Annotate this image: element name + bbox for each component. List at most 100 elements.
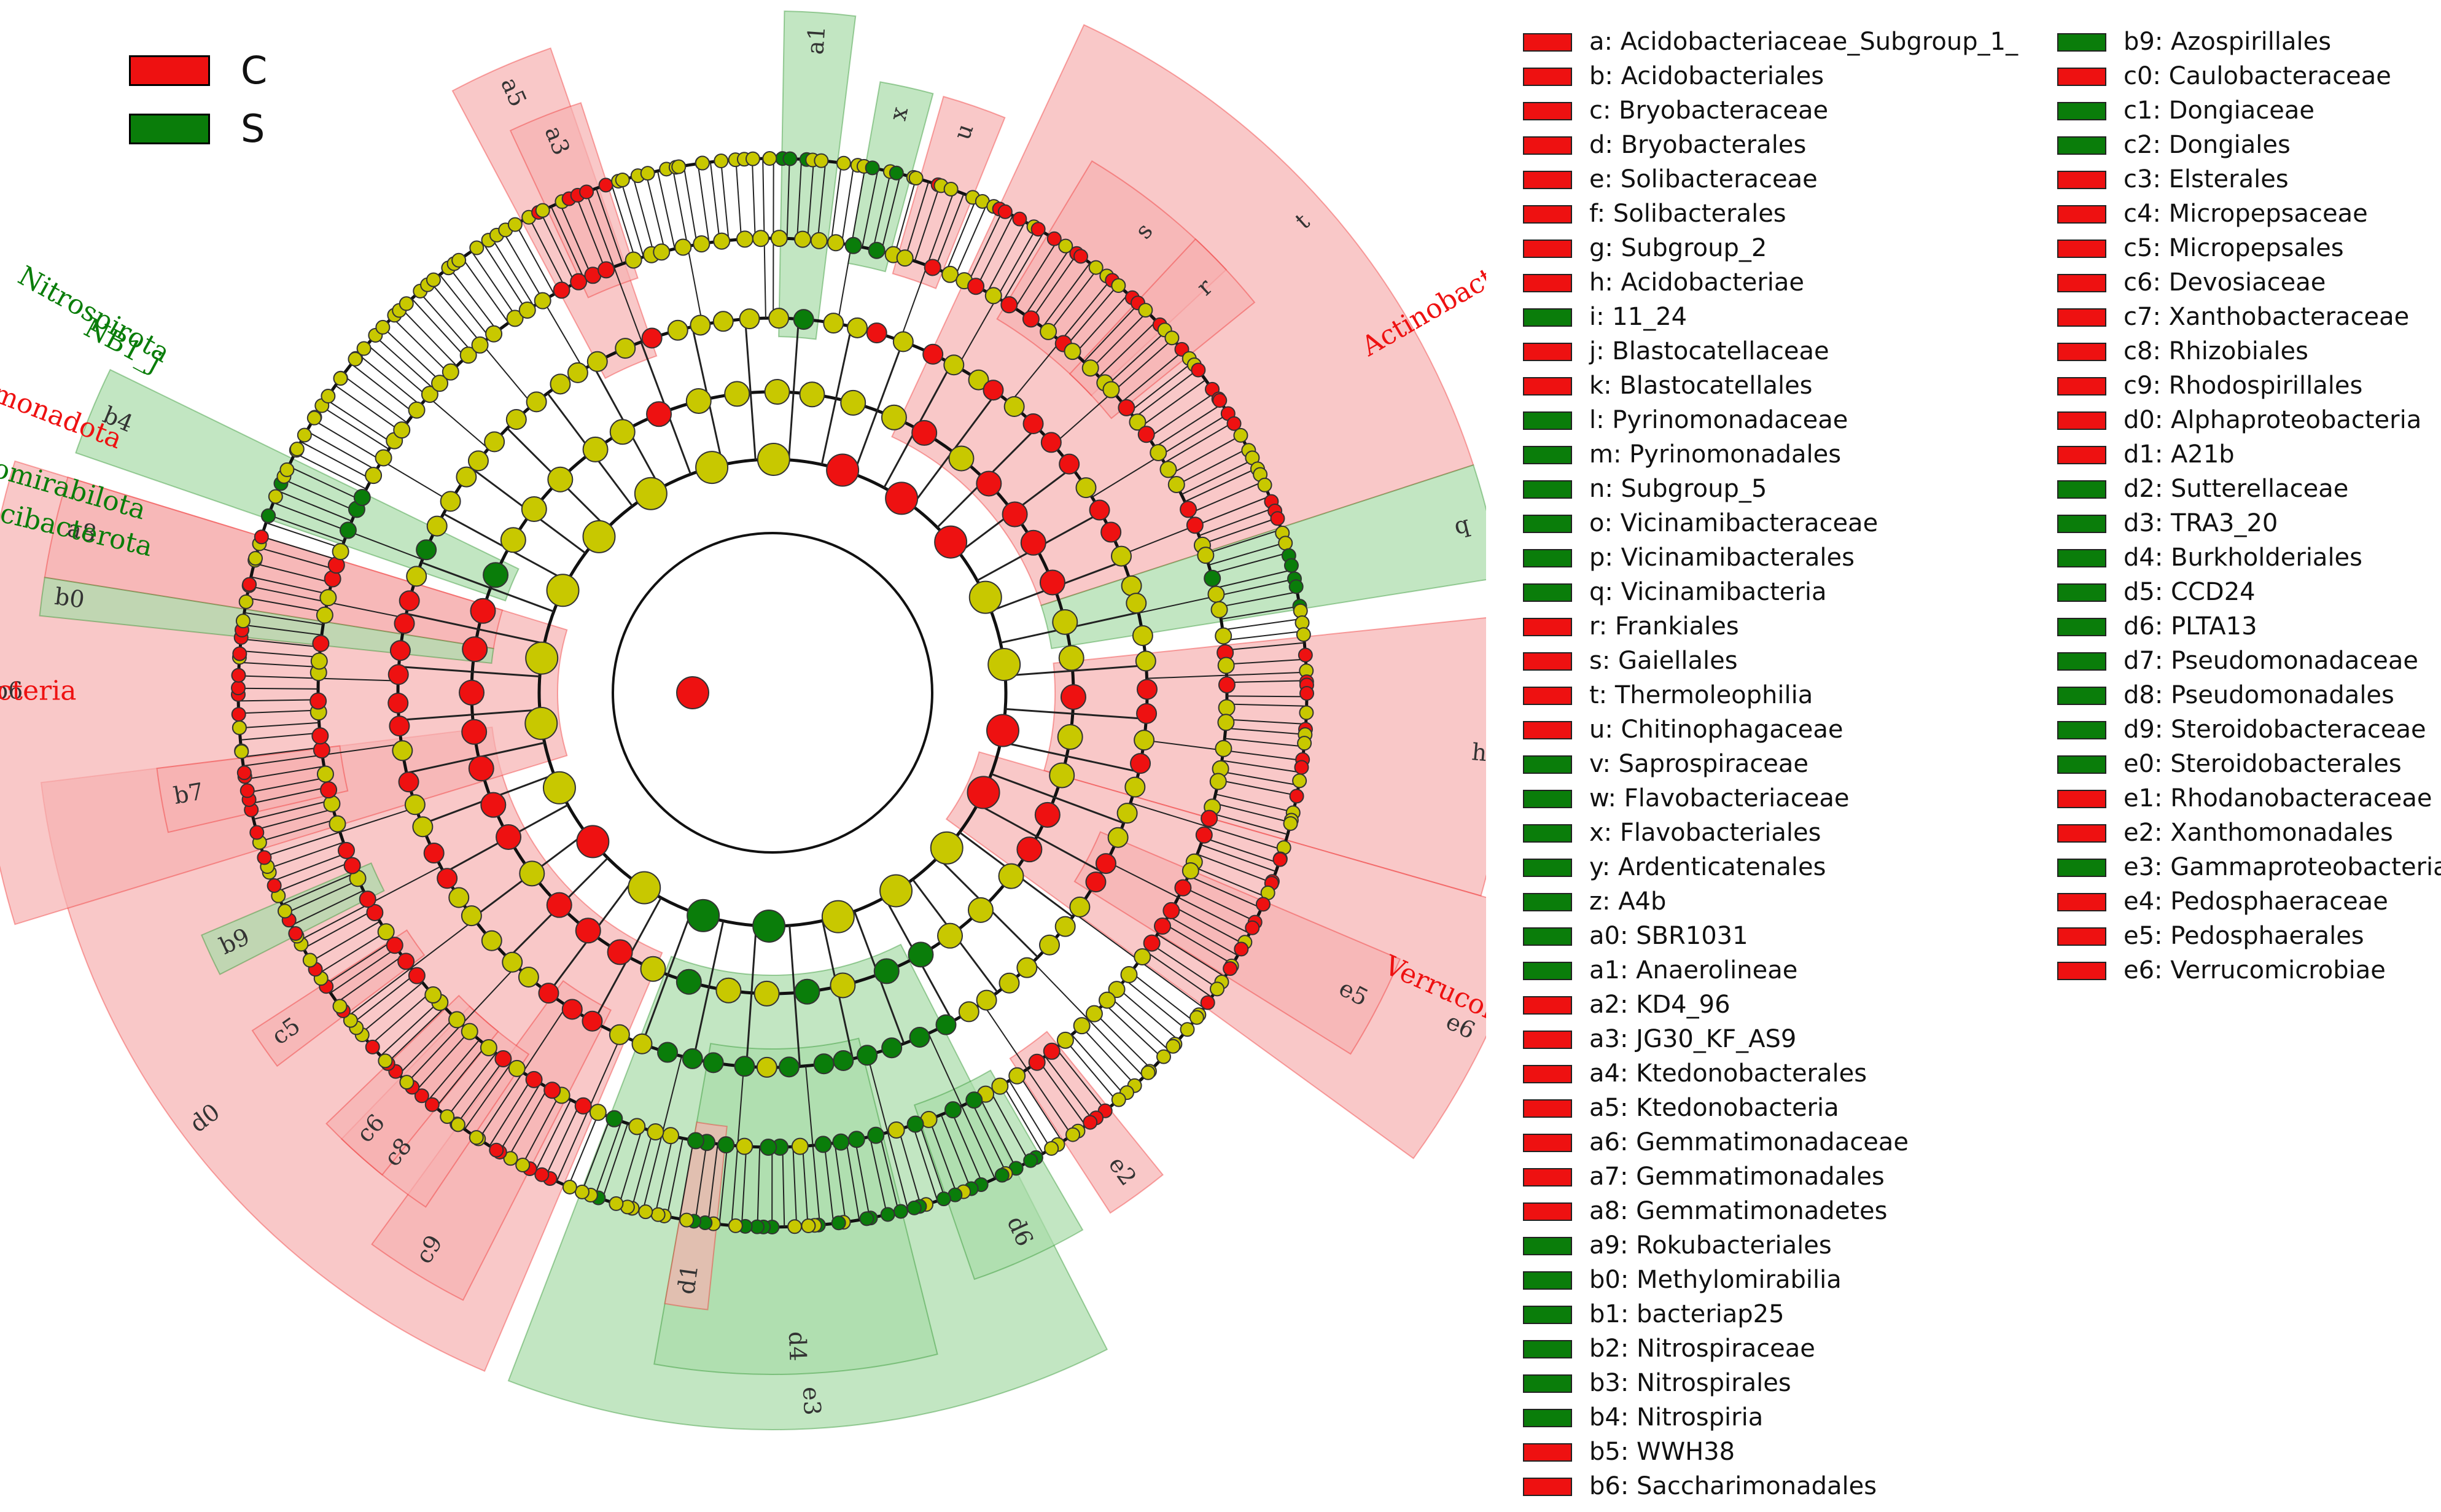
- cladogram-node: [1083, 1115, 1098, 1130]
- legend-swatch: [1523, 68, 1572, 86]
- cladogram-node: [366, 903, 384, 921]
- cladogram-node: [1257, 477, 1272, 493]
- cladogram-node: [647, 1123, 664, 1141]
- cladogram-node: [470, 598, 496, 624]
- cladogram-node: [1132, 625, 1153, 647]
- cladogram-node: [1191, 362, 1206, 378]
- cladogram-node: [770, 230, 788, 247]
- cladogram-node: [991, 1077, 1009, 1095]
- cladogram-node: [937, 922, 964, 949]
- branch-line: [411, 298, 467, 358]
- cladogram-node: [997, 204, 1013, 219]
- cladogram-node: [1135, 650, 1156, 672]
- branch-line: [934, 193, 965, 269]
- branch-line: [1170, 435, 1242, 475]
- cladogram: e3d0htqb6e6a5a1d4c9c8b4a8b0sruxe5d6e2d1a…: [0, 10, 1486, 1430]
- cladogram-node: [628, 871, 661, 905]
- branch-line: [805, 1066, 821, 1225]
- cladogram-node: [1046, 231, 1062, 246]
- cladogram-node: [375, 449, 392, 467]
- cladogram-node: [628, 1118, 646, 1136]
- taxa-legend-label: a7: Gemmatimonadales: [1589, 1163, 1885, 1191]
- clade-sector-c9: [371, 980, 612, 1301]
- branch-line: [1210, 813, 1288, 835]
- legend-swatch: [1523, 962, 1572, 980]
- branch-line: [1218, 779, 1297, 797]
- branch-line: [1124, 979, 1188, 1031]
- branch-line: [1018, 1074, 1063, 1142]
- cladogram-node: [365, 467, 383, 485]
- branch-line: [786, 158, 790, 239]
- legend-swatch: [1523, 996, 1572, 1015]
- branch-line: [869, 1136, 888, 1215]
- branch-line: [456, 1059, 505, 1124]
- taxa-legend-label: e4: Pedosphaeraceae: [2124, 887, 2388, 916]
- taxa-legend-label: b4: Nitrospiria: [1589, 1403, 1764, 1432]
- legend-swatch: [1523, 1374, 1572, 1393]
- branch-line: [258, 547, 336, 570]
- cladogram-node: [312, 634, 330, 652]
- cladogram-node: [424, 986, 442, 1004]
- cladogram-node: [267, 878, 282, 893]
- cladogram-node: [840, 389, 866, 416]
- legend-swatch: [1523, 1443, 1572, 1462]
- cladogram-node: [231, 707, 246, 722]
- branch-line: [391, 317, 450, 375]
- cladogram-node: [998, 863, 1024, 889]
- branch-line: [358, 354, 421, 406]
- cladogram-node: [461, 1023, 478, 1040]
- cladogram-node: [489, 1142, 504, 1158]
- branch-line: [1225, 727, 1306, 735]
- branch-line: [303, 910, 374, 949]
- branch-line: [986, 221, 1026, 293]
- legend-swatch: [1523, 274, 1572, 292]
- cladogram-node: [575, 918, 601, 944]
- cladogram-node: [756, 1056, 777, 1078]
- cladogram-node: [567, 362, 588, 383]
- cladogram-node: [1136, 679, 1158, 700]
- cladogram-node: [239, 783, 255, 798]
- cladogram-node: [703, 1052, 724, 1074]
- taxa-legend-label: q: Vicinamibacteria: [1589, 578, 1827, 606]
- branch-line: [1109, 996, 1170, 1051]
- cladogram-node: [426, 272, 441, 287]
- cladogram-node: [424, 1097, 440, 1112]
- cladogram-node: [605, 1110, 623, 1128]
- cladogram-node: [690, 314, 711, 336]
- legend-swatch: [1523, 859, 1572, 877]
- branch-line: [1176, 448, 1248, 486]
- cladogram-node: [734, 1056, 755, 1077]
- cladogram-node: [657, 1042, 679, 1063]
- cladogram-node: [908, 170, 924, 185]
- taxa-legend-label: u: Chitinophagaceae: [1589, 715, 1843, 744]
- cladogram-node: [983, 380, 1004, 401]
- clade-sector-q: [1040, 464, 1486, 650]
- cladogram-node: [389, 715, 410, 737]
- cladogram-node: [1064, 343, 1081, 360]
- taxa-legend-label: b1: bacteriap25: [1589, 1300, 1785, 1328]
- cladogram-node: [879, 874, 913, 908]
- cladogram-node: [987, 648, 1021, 682]
- cladogram-node: [832, 1133, 850, 1151]
- cladogram-node: [515, 1158, 531, 1173]
- clade-label-b0: b0: [53, 583, 86, 614]
- taxa-legend-label: c: Bryobacteraceae: [1589, 96, 1829, 125]
- legend-swatch: [1523, 755, 1572, 774]
- cladogram-node: [607, 939, 633, 965]
- branch-line: [534, 1099, 572, 1172]
- taxa-legend-label: c0: Caulobacteraceae: [2124, 62, 2391, 90]
- cladogram-node: [234, 744, 249, 759]
- taxa-legend-label: d9: Steroidobacteraceae: [2124, 715, 2426, 744]
- taxa-legend-label: a6: Gemmatimonadaceae: [1589, 1128, 1909, 1156]
- taxa-legend-label: f: Solibacterales: [1589, 200, 1786, 228]
- branch-line: [872, 171, 892, 250]
- taxa-legend-label: d2: Sutterellaceae: [2124, 475, 2349, 503]
- cladogram-node: [714, 154, 729, 169]
- cladogram-node: [934, 525, 968, 559]
- branch-line: [1107, 860, 1250, 934]
- branch-line: [1000, 741, 1139, 773]
- branch-line: [539, 211, 576, 284]
- branch-line: [265, 522, 342, 549]
- cladogram-node: [378, 1053, 393, 1069]
- cladogram-node: [1223, 961, 1238, 976]
